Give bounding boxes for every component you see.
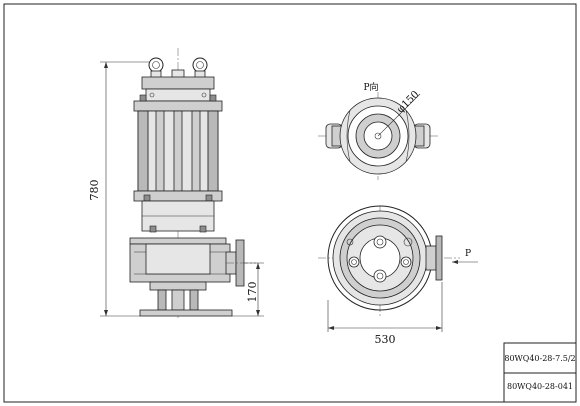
support-base bbox=[139, 281, 233, 317]
title-block: 80WQ40-28-7.5/2 80WQ40-28-041 bbox=[503, 342, 577, 403]
bolt-hole-right bbox=[400, 256, 412, 268]
lifting-eye-right bbox=[192, 57, 208, 79]
plan-width-label: 530 bbox=[375, 333, 396, 346]
junction-box bbox=[145, 88, 211, 102]
model-number: 80WQ40-28-7.5/2 bbox=[504, 354, 575, 363]
flow-direction-arrow bbox=[452, 260, 478, 264]
view-direction-label: P向 bbox=[363, 81, 378, 93]
drawing-frame bbox=[3, 3, 577, 403]
motor-housing bbox=[137, 110, 219, 192]
width-dimension bbox=[327, 282, 443, 332]
front-elevation-view: 780 170 bbox=[88, 48, 264, 318]
bolt-hole-bottom bbox=[373, 269, 387, 283]
motor-top-flange bbox=[133, 100, 223, 112]
bolt-hole-left bbox=[348, 256, 360, 268]
overall-height-label: 780 bbox=[88, 180, 101, 201]
outlet-view: P向 φ150 bbox=[318, 81, 440, 180]
flow-arrow-label: P bbox=[465, 249, 471, 259]
lifting-eye-left bbox=[148, 57, 164, 79]
drawing-number: 80WQ40-28-041 bbox=[507, 382, 573, 391]
bolt-hole-top bbox=[373, 235, 387, 249]
outlet-diameter-label: φ150 bbox=[395, 89, 421, 115]
height-dimension bbox=[100, 61, 150, 317]
plan-outlet-flange bbox=[425, 235, 443, 281]
base-height-dimension bbox=[232, 262, 264, 317]
plan-view: P 530 bbox=[318, 205, 478, 346]
pump-casing bbox=[129, 237, 231, 283]
top-cover bbox=[141, 76, 215, 90]
base-height-label: 170 bbox=[246, 282, 259, 303]
